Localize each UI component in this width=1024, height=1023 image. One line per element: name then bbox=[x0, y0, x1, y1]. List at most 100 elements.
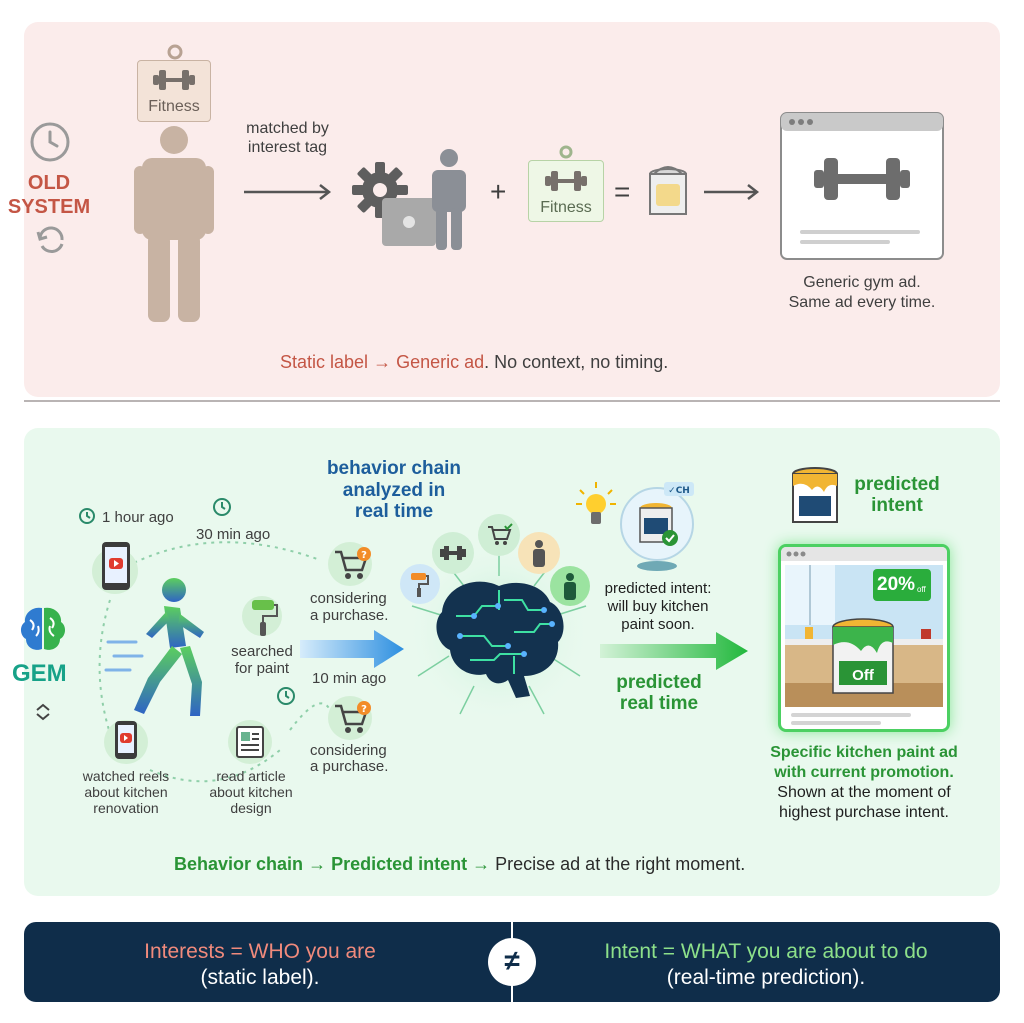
cart-mini-icon bbox=[488, 523, 513, 545]
svg-text:✓CH: ✓CH bbox=[668, 486, 690, 496]
dumbbell-icon bbox=[153, 70, 195, 90]
old-ad-caption-line2: Same ad every time. bbox=[788, 294, 936, 311]
time-30m: 30 min ago bbox=[196, 526, 271, 543]
clock-10m-icon bbox=[277, 687, 295, 705]
considering-2-line2: a purchase. bbox=[310, 758, 389, 775]
person-mini-icon bbox=[533, 540, 545, 567]
matched-line2: interest tag bbox=[247, 139, 328, 156]
gem-summary-arrow1: → bbox=[308, 854, 327, 874]
satellite-cart bbox=[478, 514, 520, 556]
time-10m: 10 min ago bbox=[312, 670, 387, 687]
chain-title-line3: real time bbox=[354, 501, 434, 522]
old-summary-arrow: → bbox=[373, 352, 392, 372]
prediction-arrow-icon bbox=[600, 632, 748, 670]
satellite-person bbox=[518, 532, 560, 574]
gem-ad-caption-line2: with current promotion. bbox=[774, 764, 954, 781]
plus-operator: + bbox=[490, 176, 507, 207]
searched-line2: for paint bbox=[234, 660, 290, 677]
brain-icon bbox=[407, 539, 591, 723]
laptop-icon bbox=[382, 198, 436, 246]
gem-ad-caption-line1: Specific kitchen paint ad bbox=[770, 744, 958, 761]
predicted-realtime-line2: real time bbox=[619, 693, 699, 714]
considering-2-line1: considering bbox=[310, 742, 387, 759]
gem-ad-caption-line3: Shown at the moment of bbox=[777, 784, 951, 801]
fitness-tag-string-icon bbox=[167, 44, 183, 60]
paint-can-icon bbox=[649, 166, 687, 215]
refresh-icon bbox=[36, 226, 64, 253]
article-icon bbox=[236, 726, 264, 758]
predicted-realtime-line1: predicted bbox=[616, 672, 702, 693]
dumbbell-small-icon bbox=[545, 171, 587, 191]
satellite-roller bbox=[400, 564, 440, 604]
not-equal-icon: ≠ bbox=[488, 938, 536, 986]
clock-1h-icon bbox=[79, 508, 95, 524]
predicted-heading-line1: predicted bbox=[854, 474, 940, 495]
kitchen-ad-icon bbox=[781, 547, 947, 729]
considering-1-line1: considering bbox=[310, 590, 387, 607]
kitchen-ad[interactable]: 20% off Off bbox=[778, 544, 950, 732]
expand-chevron-icon bbox=[36, 703, 50, 721]
walking-person-icon bbox=[104, 578, 204, 716]
gem-summary-part1: Behavior chain bbox=[174, 854, 304, 874]
read-line1: read article bbox=[216, 768, 286, 784]
bottom-right-line1: Intent = WHAT you are about to do bbox=[604, 940, 928, 963]
clock-icon bbox=[30, 122, 70, 162]
satellite-dumbbell bbox=[432, 532, 474, 574]
considering-1-line2: a purchase. bbox=[310, 607, 389, 624]
person-small-icon bbox=[432, 149, 466, 250]
discount-badge-value: 20% bbox=[877, 574, 916, 595]
gem-summary-part2: Predicted intent bbox=[331, 854, 468, 874]
ad-can-label: Off bbox=[852, 667, 874, 684]
dumbbell-mini-icon bbox=[440, 546, 466, 560]
browser-ad-icon bbox=[780, 112, 944, 260]
equals-operator: = bbox=[614, 176, 631, 207]
time-1h: 1 hour ago bbox=[102, 509, 174, 526]
arrow-right-icon bbox=[244, 184, 332, 200]
cart-2-icon: ? bbox=[335, 701, 371, 733]
fitness-tag-label: Fitness bbox=[148, 98, 200, 115]
chain-title-line2: analyzed in bbox=[342, 480, 446, 501]
discount-badge-sub: off bbox=[917, 585, 926, 594]
intent-bubble-icon: ✓CH bbox=[620, 482, 694, 571]
svg-text:?: ? bbox=[361, 704, 367, 715]
person-icon bbox=[134, 126, 214, 322]
brain-logo-icon bbox=[20, 607, 66, 650]
old-summary: Static label → Generic ad. No context, n… bbox=[280, 352, 668, 373]
fitness-tag: Fitness bbox=[137, 60, 211, 122]
svg-text:?: ? bbox=[361, 550, 367, 561]
gem-ad-caption-line4: highest purchase intent. bbox=[779, 804, 949, 821]
predicted-intent-line2: will buy kitchen bbox=[607, 598, 709, 615]
reels-video-icon bbox=[115, 721, 137, 759]
watched-line2: about kitchen bbox=[84, 784, 168, 800]
watched-line1: watched reels bbox=[82, 768, 170, 784]
old-summary-part2: Generic ad bbox=[396, 352, 485, 372]
predicted-heading-line2: intent bbox=[871, 495, 923, 516]
fitness-tag-small: Fitness bbox=[528, 160, 604, 222]
bottom-right-line2: (real-time prediction). bbox=[666, 966, 866, 989]
read-line3: design bbox=[230, 800, 272, 816]
old-ad-caption-line1: Generic gym ad. bbox=[803, 274, 921, 291]
searched-line1: searched bbox=[231, 643, 293, 660]
matched-line1: matched by bbox=[246, 120, 329, 137]
discount-badge: 20% off bbox=[873, 569, 931, 601]
phone-video-icon bbox=[102, 542, 130, 590]
chain-arrow-icon bbox=[300, 630, 404, 668]
gem-summary-part3: Precise ad at the right moment. bbox=[495, 854, 746, 874]
fitness-tag-small-label: Fitness bbox=[540, 199, 592, 216]
gem-label: GEM bbox=[12, 660, 67, 687]
old-system-label-line1: OLD bbox=[27, 172, 71, 194]
satellite-person-green bbox=[550, 566, 590, 606]
section-divider bbox=[24, 400, 1000, 402]
fitness-tag-small-string-icon bbox=[559, 145, 573, 159]
not-equal-symbol: ≠ bbox=[504, 945, 520, 976]
clock-30m-icon bbox=[213, 498, 231, 516]
arrow-right-2-icon bbox=[704, 184, 760, 200]
chain-title-line1: behavior chain bbox=[326, 458, 462, 479]
person-green-mini-icon bbox=[564, 573, 576, 600]
old-system-label-line2: SYSTEM bbox=[7, 196, 91, 218]
cart-1-icon: ? bbox=[335, 547, 371, 579]
paint-roller-icon bbox=[252, 600, 278, 636]
old-summary-part1: Static label bbox=[280, 352, 369, 372]
old-summary-part3: . No context, no timing. bbox=[484, 352, 669, 372]
paint-can-colored-icon bbox=[792, 467, 838, 523]
